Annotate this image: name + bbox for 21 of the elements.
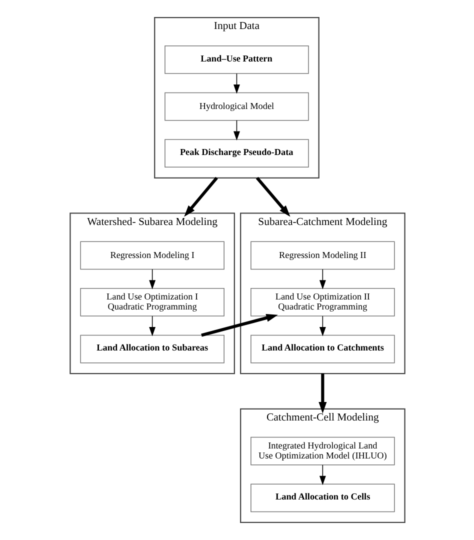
node-box: Peak Discharge Pseudo-Data — [164, 139, 308, 168]
node-box: Land–Use Pattern — [164, 46, 308, 74]
arrow — [318, 316, 326, 336]
arrow — [318, 464, 326, 486]
node-box: Land Allocation to Catchments — [250, 334, 394, 364]
node-box: Regression Modeling I — [80, 241, 224, 270]
node-box: Land Use Optimization I Quadratic Programming — [80, 288, 224, 316]
arrow — [255, 176, 290, 217]
node-box: Hydrological Model — [164, 92, 308, 121]
arrow — [318, 374, 326, 414]
node-box: Regression Modeling II — [250, 241, 394, 270]
node-box: Land Use Optimization II Quadratic Programming — [250, 288, 394, 316]
node-box: Land Allocation to Cells — [250, 484, 394, 512]
arrow — [233, 73, 240, 94]
arrow — [318, 268, 326, 290]
node-box: Land Allocation to Subareas — [80, 334, 224, 364]
node-box: Integrated Hydrological Land Use Optimization Model (IHLUO) — [250, 436, 394, 466]
arrow — [233, 120, 240, 141]
arrow — [148, 268, 156, 290]
arrow — [184, 176, 218, 217]
arrow — [148, 316, 156, 336]
